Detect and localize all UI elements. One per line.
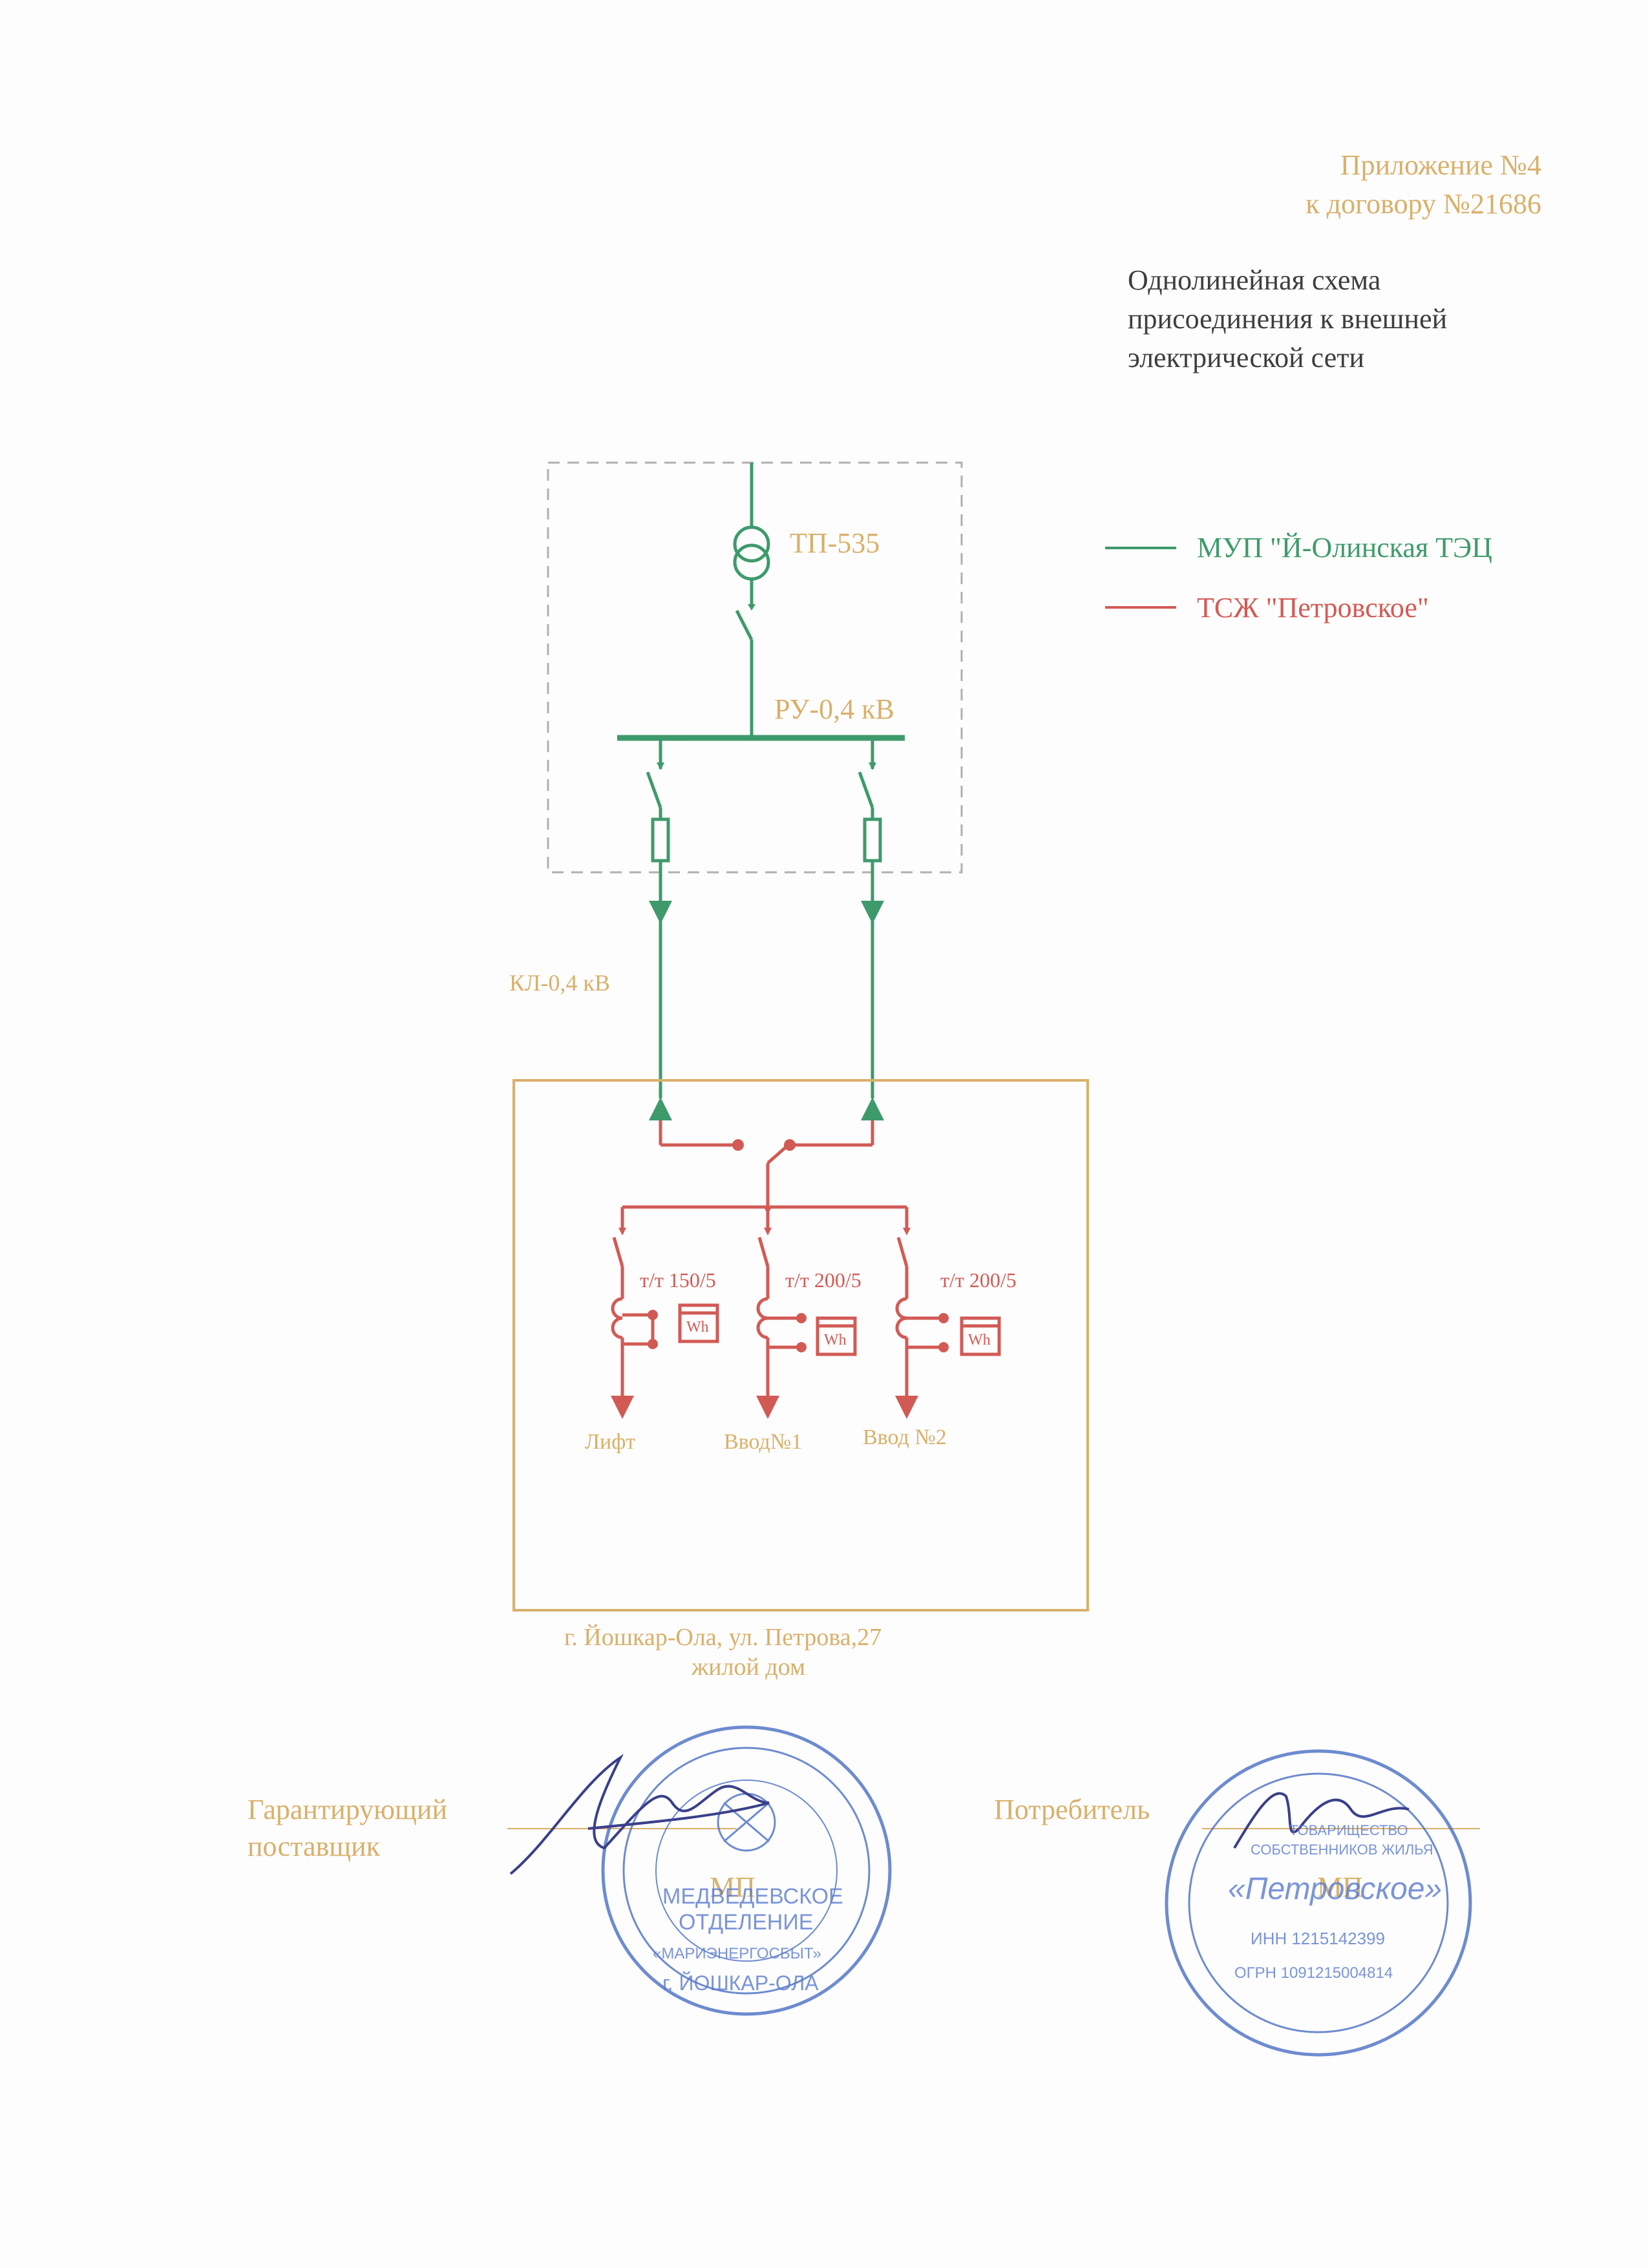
consumer-signature [1233,1792,1410,1849]
transformer-winding-upper [733,525,770,563]
address-line1: г. Йошкар-Ола, ул. Петрова,27 [564,1624,882,1651]
meter-2-label: Wh [824,1332,847,1349]
output-arrow-lift [611,1396,634,1419]
feeder1-switch [646,772,662,808]
meter-1-label: Wh [686,1319,709,1336]
ct1-coil [611,1297,623,1339]
ct1-label: т/т 150/5 [640,1268,716,1292]
supplier-label-line1: Гарантирующий [248,1794,447,1825]
output-label-input2: Ввод №2 [863,1425,947,1449]
substation-label: ТП-535 [790,527,880,559]
right-stamp-inn: ИНН 1215142399 [1251,1929,1386,1948]
cable-label: КЛ-0,4 кВ [509,970,610,996]
legend-green-label: МУП "Й-Олинская ТЭЦ [1197,532,1492,563]
meter-1 [678,1303,719,1343]
address-line2: жилой дом [692,1654,806,1681]
meter-3-label: Wh [968,1332,991,1349]
main-disconnector [735,609,754,641]
scheme-title-line1: Однолинейная схема [1128,264,1381,296]
left-stamp-center-line1: МЕДВЕДЕВСКОЕ [662,1884,843,1909]
scheme-title-line2: присоединения к внешней [1128,303,1448,335]
ct2-label: т/т 200/5 [785,1268,861,1292]
feeder2-switch [858,772,874,808]
feeder2-arrow-up [861,1097,884,1120]
left-stamp-city: г. ЙОШКАР-ОЛА [662,1971,819,1995]
left-stamp-center-line2: ОТДЕЛЕНИЕ [679,1910,814,1935]
right-stamp-line2: СОБСТВЕННИКОВ ЖИЛЬЯ [1251,1842,1433,1858]
seal-place-left: МП [710,1871,755,1903]
contract-reference: к договору №21686 [1305,188,1541,220]
busbar-label: РУ-0,4 кВ [774,693,894,725]
feeder1-fuse [651,817,670,863]
feeder1-arrow-down [649,901,672,924]
feeder2-arrow-down [861,901,884,924]
left-stamp-inner: «МАРИЭНЕРГОСБЫТ» [653,1945,821,1962]
appendix-number: Приложение №4 [1340,149,1541,181]
feeder1-arrow-up [649,1097,672,1120]
supplier-label-line2: поставщик [248,1831,381,1862]
building-boundary [512,1079,1089,1612]
right-stamp-line1: ТОВАРИЩЕСТВО [1289,1822,1408,1838]
right-stamp-ogrn: ОГРН 1091215004814 [1234,1964,1393,1982]
scheme-title-line3: электрической сети [1128,342,1365,373]
output-arrow-input1 [756,1396,779,1419]
output-arrow-input2 [895,1396,918,1419]
output-label-input1: Ввод№1 [724,1430,803,1454]
ct3-label: т/т 200/5 [940,1268,1017,1292]
right-stamp-name: «Петровское» [1228,1872,1442,1906]
ct3-coil [895,1297,907,1339]
consumer-label: Потребитель [994,1794,1150,1825]
ct2-coil [756,1297,768,1339]
supplier-stamp [601,1725,892,2016]
meter-3 [960,1316,1001,1356]
supplier-signature [509,1754,770,1875]
meter-2 [816,1316,857,1356]
legend-red-label: ТСЖ "Петровское" [1197,592,1429,624]
consumer-stamp [1165,1749,1472,2057]
substation-boundary [547,461,963,874]
output-label-lift: Лифт [585,1430,636,1454]
feeder2-fuse [863,817,882,863]
seal-place-right: МП [1317,1871,1363,1903]
